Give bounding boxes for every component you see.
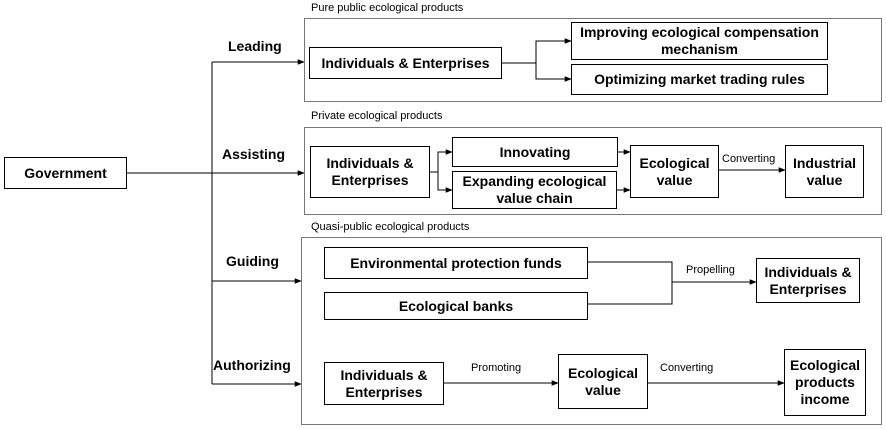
funds-merge <box>588 261 673 305</box>
pure-actors-to-trading <box>535 63 572 82</box>
private-actors-split <box>430 149 453 173</box>
trading-node: Optimizing market trading rules <box>571 64 828 95</box>
auth-actors-node: Individuals & Enterprises <box>324 362 444 405</box>
guided-actors-node: Individuals & Enterprises <box>756 258 860 303</box>
env-funds-node: Environmental protection funds <box>324 247 588 279</box>
value-chain-node: Expanding ecological value chain <box>452 171 617 209</box>
pure-actors-out <box>502 38 572 64</box>
auth-eco-value-node: Ecological value <box>558 354 648 409</box>
propelling-label: Propelling <box>686 264 735 276</box>
industrial-value-node: Industrial value <box>785 145 864 198</box>
private-converting-label: Converting <box>722 153 776 165</box>
branch-authorizing: Authorizing <box>213 357 291 373</box>
pure-section-frame <box>304 18 882 102</box>
promoting-label: Promoting <box>471 362 522 374</box>
branch-guiding: Guiding <box>226 253 279 269</box>
pure-actors-node: Individuals & Enterprises <box>309 47 502 79</box>
innovating-node: Innovating <box>452 137 618 167</box>
auth-converting-label: Converting <box>660 362 714 374</box>
quasi-section-frame <box>301 237 882 425</box>
branch-leading: Leading <box>228 38 282 54</box>
eco-banks-node: Ecological banks <box>324 292 588 320</box>
private-actors-to-chain <box>437 172 453 193</box>
quasi-section-title: Quasi-public ecological products <box>311 221 470 233</box>
private-section-title: Private ecological products <box>311 110 443 122</box>
government-node: Government <box>4 157 127 189</box>
private-actors-node: Individuals & Enterprises <box>310 146 430 198</box>
compensation-node: Improving ecological compensation mechan… <box>571 22 828 60</box>
income-node: Ecological products income <box>784 349 866 416</box>
private-eco-value-node: Ecological value <box>630 145 719 198</box>
pure-section-title: Pure public ecological products <box>311 2 464 14</box>
branch-assisting: Assisting <box>222 146 286 162</box>
private-section-frame <box>304 127 882 215</box>
